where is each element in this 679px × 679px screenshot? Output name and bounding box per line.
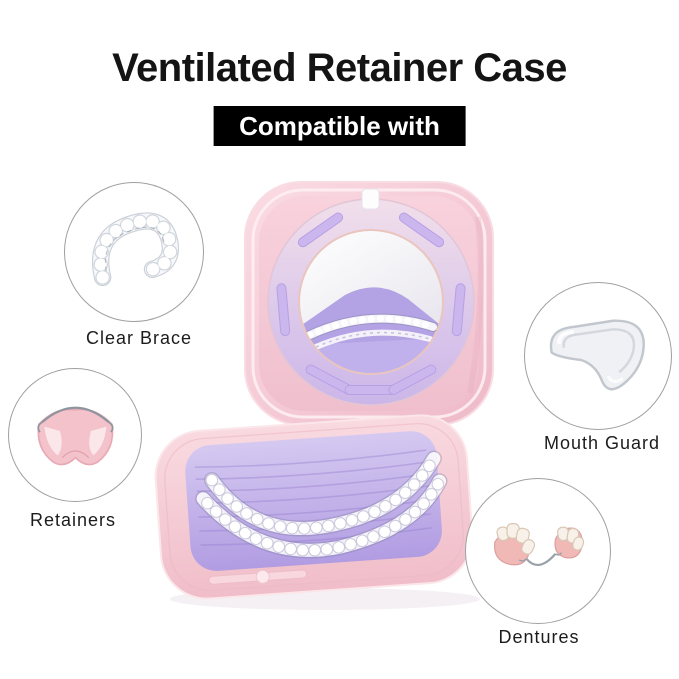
retainers-label: Retainers: [29, 510, 117, 530]
hinge-clip: [361, 188, 380, 210]
case-lid: [244, 181, 494, 426]
mouth-guard-circle: [524, 282, 672, 430]
clear-brace-photo: [92, 212, 180, 287]
retainers-circle: [8, 368, 142, 502]
retainers-photo: [36, 406, 114, 465]
dentures-label: Dentures: [498, 627, 580, 647]
dentures-circle: [465, 478, 611, 624]
latch-button: [255, 569, 270, 584]
clear-brace-label: Clear Brace: [85, 328, 193, 348]
mouth-guard-photo: [549, 319, 645, 391]
page-title: Ventilated Retainer Case: [112, 46, 567, 90]
dentures-photo: [493, 522, 584, 566]
case-tray: [154, 414, 474, 600]
retainer-case-photo: [154, 181, 494, 610]
compatible-badge: Compatible with: [213, 106, 466, 146]
clear-aligners-in-tray: [195, 450, 448, 559]
vent-slots: [276, 212, 466, 395]
mouth-guard-label: Mouth Guard: [543, 433, 661, 453]
clear-brace-circle: [64, 182, 204, 322]
